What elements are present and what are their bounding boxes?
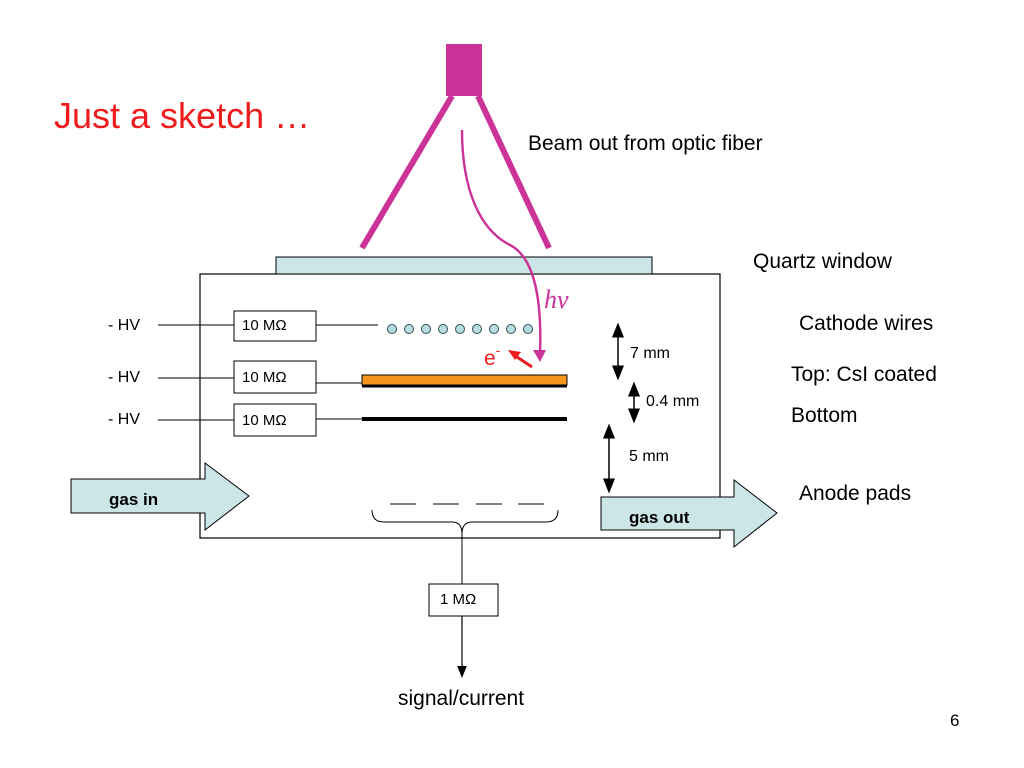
beam-right-edge (475, 94, 552, 250)
beam-left-edge (359, 94, 455, 250)
gas-in-arrow (70, 462, 250, 532)
slide-title: Just a sketch … (54, 95, 311, 136)
gas-out-arrow (600, 478, 778, 549)
hv-label-3: - HV (108, 411, 140, 428)
cathode-wires (387, 324, 533, 334)
beam-label: Beam out from optic fiber (528, 132, 763, 155)
gas-out-label: gas out (629, 508, 690, 527)
signal-current-label: signal/current (398, 687, 525, 710)
resistor-2-label: 10 MΩ (242, 369, 287, 386)
photon-arrowhead (533, 350, 546, 362)
gap-0.4mm-label: 0.4 mm (646, 393, 700, 410)
output-resistor-label: 1 MΩ (440, 591, 477, 608)
photon-nu: ν (557, 285, 569, 314)
gap-5mm-label: 5 mm (629, 448, 669, 465)
cathode-wires-label: Cathode wires (799, 312, 934, 335)
resistor-1-label: 10 MΩ (242, 317, 287, 334)
top-csi-label: Top: CsI coated (791, 363, 937, 386)
gap-7mm-label: 7 mm (630, 345, 670, 362)
anode-brace (371, 509, 559, 535)
electron-e: e (484, 347, 496, 370)
photon-h: h (544, 285, 557, 314)
resistor-1 (233, 310, 317, 342)
electron-charge: - (495, 342, 501, 358)
optic-fiber (446, 44, 482, 96)
bottom-label: Bottom (791, 404, 858, 427)
gas-in-label: gas in (109, 490, 159, 509)
resistor-3 (233, 403, 317, 437)
photon-symbol: hν (544, 287, 569, 313)
resistor-3-label: 10 MΩ (242, 412, 287, 429)
hv-label-2: - HV (108, 369, 140, 386)
csi-coated-plate (361, 374, 568, 386)
quartz-window-label: Quartz window (753, 250, 892, 273)
quartz-window (275, 256, 653, 275)
photon-path (460, 129, 542, 356)
resistor-2 (233, 360, 317, 394)
output-resistor (428, 583, 499, 617)
page-number: 6 (950, 711, 960, 730)
electron-symbol: e- (484, 342, 501, 370)
electron-arrowhead (508, 350, 521, 360)
anode-pads-label: Anode pads (799, 482, 912, 505)
hv-label-1: - HV (108, 317, 140, 334)
